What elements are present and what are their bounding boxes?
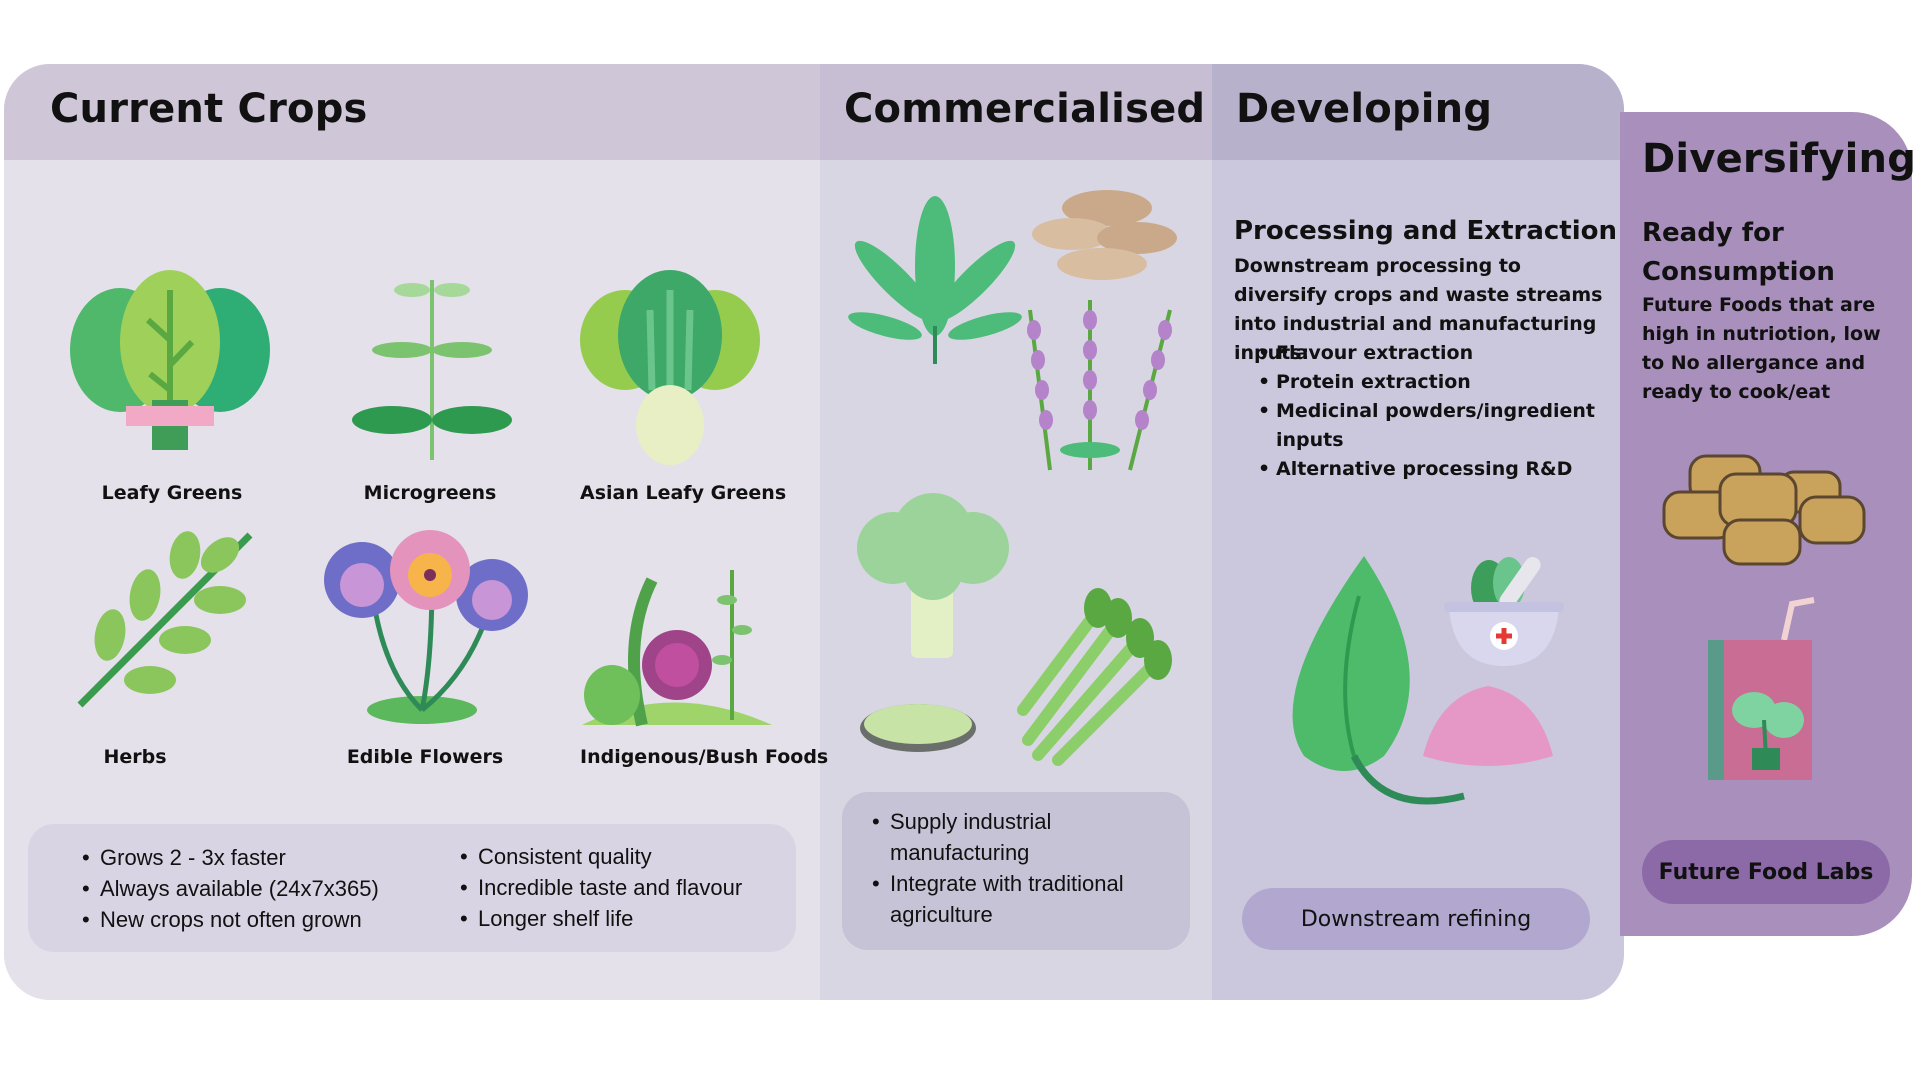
hemp-leaf-icon [848,196,1022,364]
commercialised-bullets-box: Supply industrial manufacturing Integrat… [842,792,1190,950]
crop-label-edible-flowers: Edible Flowers [346,746,504,768]
commercialised-bullet: Supply industrial manufacturing [872,806,1190,868]
crop-label-asian-leafy-greens: Asian Leafy Greens [580,482,787,504]
current-crops-benefits-box: Grows 2 - 3x faster Always available (24… [28,824,796,952]
benefit-item: New crops not often grown [82,904,379,935]
microgreens-icon [352,280,512,460]
pink-powder-icon [1423,686,1553,766]
benefit-item: Always available (24x7x365) [82,873,379,904]
developing-bullet: Medicinal powders/ingredient inputs [1258,397,1616,455]
crop-label-leafy-greens: Leafy Greens [101,482,243,504]
current-crops-title: Current Crops [50,86,368,132]
crop-label-herbs: Herbs [103,746,167,768]
main-panel [4,64,1624,1000]
developing-header [1212,64,1624,160]
downstream-refining-pill: Downstream refining [1242,888,1590,950]
commercialised-header [820,64,1212,160]
developing-heading: Processing and Extraction [1234,216,1617,246]
big-leaf-icon [1292,556,1465,805]
developing-description: Downstream processing to diversify crops… [1234,255,1603,364]
benefits-list-right: Consistent quality Incredible taste and … [456,841,742,934]
asparagus-icon [1017,588,1172,766]
leafy-greens-icon [70,270,270,450]
benefit-item: Consistent quality [460,841,742,872]
commercialised-title: Commercialised [844,86,1206,132]
current-crops-header [4,64,820,160]
developing-bullet: Flavour extraction [1258,339,1616,368]
benefit-item: Incredible taste and flavour [460,872,742,903]
benefit-item: Grows 2 - 3x faster [82,842,379,873]
benefits-list-left: Grows 2 - 3x faster Always available (24… [78,842,379,935]
oyster-mushroom-icon [1032,190,1177,280]
commercialised-bullets: Supply industrial manufacturing Integrat… [868,806,1190,930]
future-food-labs-pill: Future Food Labs [1642,840,1890,904]
commercialised-bullet: Integrate with traditional agriculture [872,868,1190,930]
developing-bullet: Alternative processing R&D [1258,455,1616,484]
mortar-pestle-icon [1444,556,1564,666]
bok-choy-icon [580,270,760,465]
diversifying-description: Future Foods that are high in nutriotion… [1642,294,1881,403]
crop-label-microgreens: Microgreens [363,482,497,504]
broccoli-icon [857,493,1009,658]
herb-sprig-icon [77,531,253,708]
developing-bullet: Protein extraction [1258,368,1616,397]
developing-bullets: Flavour extraction Protein extraction Me… [1254,339,1616,484]
lavender-icon [1027,300,1172,471]
crop-label-indigenous-bush-foods: Indigenous/Bush Foods [580,746,829,768]
powder-dish-icon [860,704,976,752]
protein-bites-icon [1662,454,1866,566]
developing-column [1212,64,1624,1000]
diversifying-title: Diversifying [1642,136,1917,182]
benefit-item: Longer shelf life [460,903,742,934]
developing-title: Developing [1236,86,1493,132]
pansy-flowers-icon [324,530,528,724]
diversifying-heading: Ready for Consumption [1642,218,1835,287]
juice-box-icon [1708,597,1815,780]
bush-foods-icon [582,570,772,727]
